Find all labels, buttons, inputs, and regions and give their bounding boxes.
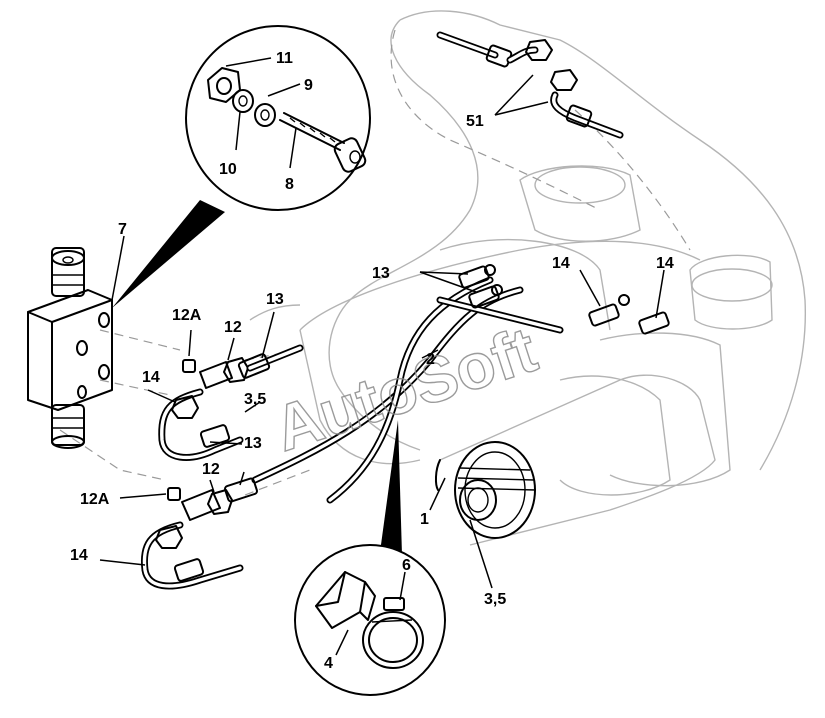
detail-circle-clamp (294, 420, 446, 696)
callout-3-5-left: 3,5 (244, 391, 266, 408)
ghost-machine-body (249, 10, 807, 496)
callout-3-5-right: 3,5 (484, 591, 506, 608)
callout-13-top: 13 (372, 265, 390, 282)
callout-13-mid: 13 (266, 291, 284, 308)
callout-11: 11 (276, 50, 293, 67)
valve-block-7 (27, 235, 125, 449)
callout-9: 9 (304, 77, 313, 94)
callout-7: 7 (118, 221, 127, 238)
callout-12-top: 12 (224, 319, 242, 336)
callout-14-left: 14 (142, 369, 160, 386)
callout-14-top-a: 14 (552, 255, 570, 272)
fittings-upper (147, 311, 304, 461)
callout-12-low: 12 (202, 461, 220, 478)
callout-12a-low: 12A (80, 491, 110, 508)
callout-labels: 11 9 10 8 7 51 13 14 14 12A 12 13 2 14 3… (70, 50, 674, 672)
pipe-fittings-51 (436, 31, 624, 139)
callout-13-low: 13 (244, 435, 262, 452)
callout-2: 2 (426, 351, 435, 368)
callout-51: 51 (466, 113, 484, 130)
detail-circle-fasteners (112, 25, 371, 308)
callout-6: 6 (402, 557, 411, 574)
callout-4: 4 (324, 655, 333, 672)
hydraulic-cylinder (429, 374, 716, 589)
callout-14-bottom: 14 (70, 547, 88, 564)
callout-14-top-b: 14 (656, 255, 674, 272)
callout-10: 10 (219, 161, 237, 178)
callout-8: 8 (285, 176, 294, 193)
callout-12a-top: 12A (172, 307, 202, 324)
cylinder-fittings (419, 264, 670, 335)
callout-1: 1 (420, 511, 429, 528)
fittings-lower (99, 471, 258, 590)
